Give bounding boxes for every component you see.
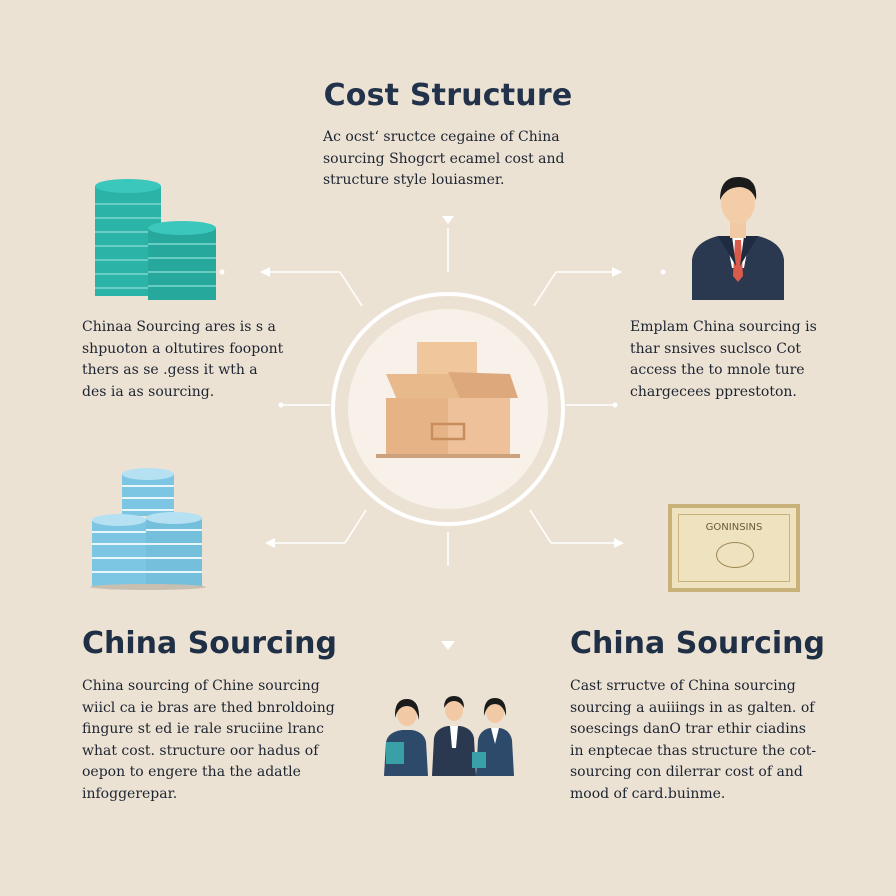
bottom-left-heading: China Sourcing bbox=[82, 626, 337, 661]
text-line: mood of card.buinme. bbox=[570, 785, 726, 802]
text-line: in enptecae thas structure the cot- bbox=[570, 742, 817, 759]
subtitle-line: Ac ocstʻ sructce cegaine of China bbox=[323, 129, 560, 145]
text-line: fingure st ed ie rale sruciine lranc bbox=[82, 721, 324, 737]
text-line: Chinaa Sourcing ares is s a bbox=[82, 319, 276, 335]
text-line: sourcing con dilerrar cost of and bbox=[570, 764, 803, 780]
text-line: China sourcing of Chine sourcing bbox=[82, 678, 320, 694]
text-line: what cost. structure oor hadus of bbox=[82, 742, 319, 759]
center-ring bbox=[331, 292, 565, 526]
text-line: soescings danO trar ethir ciadins bbox=[570, 721, 806, 737]
text-line: wiicl ca ie bras are thed bnroldoing bbox=[82, 699, 335, 716]
bottom-left-text: China sourcing of Chine sourcing wiicl c… bbox=[82, 676, 342, 805]
text-line: access the to mnole ture bbox=[630, 362, 805, 378]
text-line: Cast srructve of China sourcing bbox=[570, 678, 796, 694]
text-line: infoggerepar. bbox=[82, 785, 178, 802]
text-line: shpuoton a oltutires foopont bbox=[82, 340, 284, 357]
cardboard-box-icon bbox=[376, 342, 520, 458]
certificate-label: GONINSINS bbox=[705, 522, 763, 533]
bottom-right-heading: China Sourcing bbox=[570, 626, 825, 661]
subtitle-line: sourcing Shogcrt ecamel cost and bbox=[323, 150, 565, 167]
teal-coin-stacks-icon bbox=[95, 179, 216, 300]
text-line: oepon to engere tha the adatle bbox=[82, 764, 301, 780]
seal-icon bbox=[716, 542, 754, 568]
business-team-icon bbox=[384, 696, 514, 776]
text-line: thers as se .gess it wth a bbox=[82, 362, 258, 378]
certificate-icon: GONINSINS bbox=[668, 504, 800, 592]
text-line: thar snsives suclsco Cot bbox=[630, 340, 802, 357]
businessman-icon bbox=[692, 176, 784, 300]
text-line: Emplam China sourcing is bbox=[630, 319, 817, 335]
bottom-right-text: Cast srructve of China sourcing sourcing… bbox=[570, 676, 830, 805]
subtitle-line: structure style louiasmer. bbox=[323, 172, 505, 188]
text-line: des ia as sourcing. bbox=[82, 383, 215, 400]
text-line: sourcing a auiiings in as galten. of bbox=[570, 699, 815, 716]
subtitle: Ac ocstʻ sructce cegaine of China sourci… bbox=[323, 127, 583, 192]
text-line: chargecees pprestoton. bbox=[630, 383, 797, 400]
right-top-text: Emplam China sourcing is thar snsives su… bbox=[630, 317, 860, 403]
blue-coin-stack-icon bbox=[90, 468, 206, 590]
left-top-text: Chinaa Sourcing ares is s a shpuoton a o… bbox=[82, 317, 312, 403]
page-title: Cost Structure bbox=[323, 78, 573, 113]
